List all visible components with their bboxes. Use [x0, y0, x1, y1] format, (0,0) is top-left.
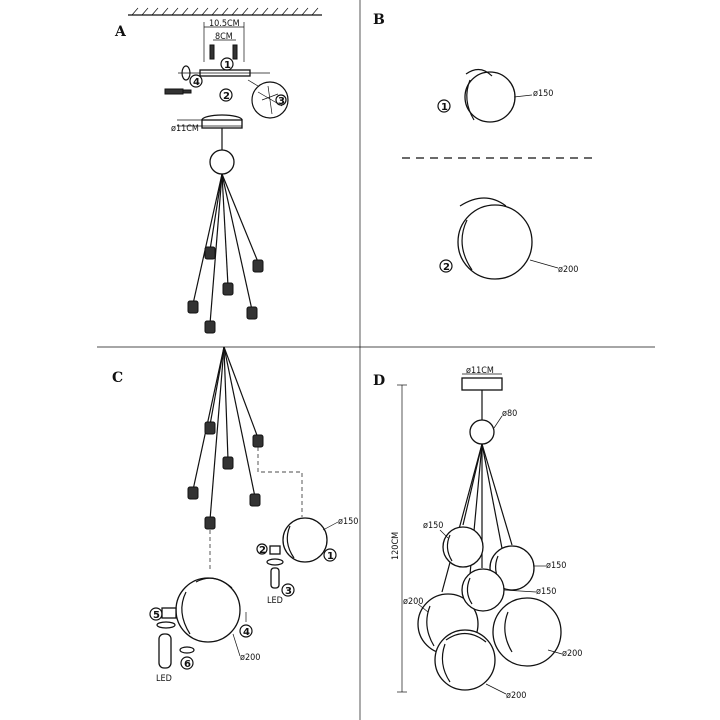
shade-150-opening — [466, 79, 475, 121]
shade-200 — [457, 204, 533, 280]
dim-canopy-d: ø11CM — [466, 366, 494, 376]
step-1-b: 1 — [441, 102, 448, 113]
step-3-marker-a — [275, 94, 287, 106]
section-d-label: D — [373, 373, 385, 389]
step-5-c: 5 — [153, 610, 160, 621]
section-b: 1 ø150 2 ø200 — [402, 68, 595, 280]
section-a: 10.5CM 8CM 1 4 2 3 ø11CM — [128, 7, 322, 334]
dim-b-200: ø200 — [558, 265, 578, 275]
rotate-arrow-small — [266, 558, 284, 566]
ceiling-screw-left — [209, 44, 215, 60]
shade-150-hook — [465, 68, 493, 77]
dim-d-150-a: ø150 — [423, 521, 443, 531]
shade-d-200-right — [492, 597, 562, 667]
step-1-marker-b — [437, 99, 451, 113]
washer-icon — [181, 65, 191, 81]
led-bulb-large — [158, 633, 172, 669]
shade-c-150 — [282, 517, 328, 563]
step-4-a: 4 — [193, 77, 200, 88]
cables-c — [192, 346, 259, 521]
step-1-a: 1 — [224, 60, 231, 71]
shade-d-150-center — [461, 568, 505, 612]
cables-a — [192, 173, 259, 325]
step-2-a: 2 — [223, 91, 230, 102]
section-c-label: C — [112, 370, 123, 386]
dim-d-150-c: ø150 — [536, 587, 556, 597]
dim-8cm: 8CM — [215, 32, 233, 42]
ceiling-hatch — [131, 7, 319, 16]
step-1-marker-a — [220, 57, 234, 71]
step-4-marker-a — [189, 74, 203, 88]
dim-c-200: ø200 — [240, 653, 260, 663]
step-2-marker-a — [219, 88, 233, 102]
dim-d-200-b: ø200 — [562, 649, 582, 659]
decor-ball-a — [209, 149, 235, 175]
sockets-c — [187, 421, 264, 530]
shade-150 — [464, 71, 516, 123]
section-a-label: A — [114, 24, 127, 40]
dim-b-150: ø150 — [533, 89, 553, 99]
shade-c-200 — [175, 577, 241, 643]
dim-d-150-b: ø150 — [546, 561, 566, 571]
dim-10-5cm: 10.5CM — [209, 19, 240, 29]
dim-canopy-a: ø11CM — [171, 124, 199, 134]
led-label-large: LED — [156, 674, 172, 684]
sockets-a — [187, 246, 264, 334]
step-3-a: 3 — [278, 96, 285, 107]
led-label-small: LED — [267, 596, 283, 606]
shade-200-opening — [461, 219, 473, 271]
step-2-marker-c — [256, 543, 268, 555]
wall-plug — [164, 88, 184, 95]
dim-d-200-c: ø200 — [506, 691, 526, 701]
step-6-marker-c — [180, 656, 194, 670]
section-b-label: B — [373, 12, 385, 28]
step-2-b: 2 — [443, 262, 450, 273]
step-1-c: 1 — [327, 551, 334, 562]
guide-line-small — [257, 447, 303, 517]
step-3-c: 3 — [285, 586, 292, 597]
rotate-arrow-large — [156, 621, 176, 629]
shade-d-150-left — [442, 526, 484, 568]
dim-d-height: 120CM — [391, 532, 401, 560]
detail-zoom-circle — [251, 81, 289, 119]
step-2-marker-b — [439, 259, 453, 273]
shade-200-hook — [459, 197, 507, 207]
dim-d-80: ø80 — [502, 409, 517, 419]
step-2-c: 2 — [259, 545, 266, 556]
step-1-marker-c — [323, 548, 337, 562]
ring-small — [269, 545, 281, 555]
step-4-marker-c — [239, 624, 253, 638]
dim-c-150: ø150 — [338, 517, 358, 527]
ceiling-screw-right — [232, 44, 238, 60]
step-4-c: 4 — [243, 627, 250, 638]
step-3-marker-c — [281, 583, 295, 597]
section-c: ø150 1 2 LED 3 ø200 4 5 LED 6 — [149, 346, 358, 684]
ring-large — [161, 607, 177, 619]
canopy-d — [461, 377, 503, 391]
shade-d-200-center — [434, 629, 496, 691]
led-bulb-small — [270, 567, 280, 589]
section-d: ø11CM ø80 120CM — [391, 366, 582, 701]
decor-ball-d — [469, 419, 495, 445]
dim-d-200-a: ø200 — [403, 597, 423, 607]
step-6-c: 6 — [184, 659, 191, 670]
